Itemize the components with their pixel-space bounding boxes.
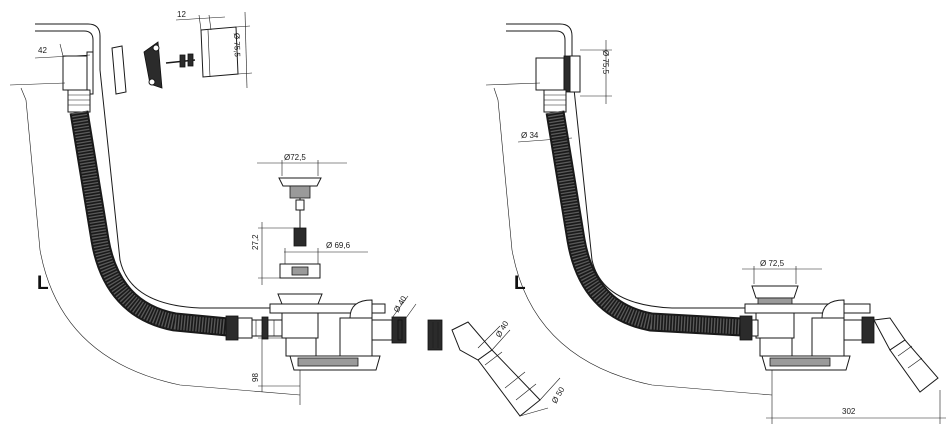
left-dim-overflow-offset-label: 42 — [38, 46, 47, 55]
left-flange: Ø 69,6 — [279, 241, 368, 279]
left-dim-cap-diameter: Ø 75,5 — [232, 11, 253, 89]
left-hose-connector — [225, 315, 283, 341]
left-overflow-exploded-parts — [111, 26, 239, 95]
right-dim-cap-diameter: Ø 75,5 — [580, 40, 612, 104]
left-dim-cap-thickness: 12 — [175, 10, 226, 31]
left-flexible-hose — [69, 110, 229, 337]
left-dim-pipe-diameter-label: Ø 50 — [550, 385, 567, 405]
right-flexible-hose-ribs — [547, 110, 743, 335]
left-dim-spindle-height: 27,2 — [251, 222, 296, 285]
right-overflow-head — [535, 55, 581, 113]
right-flexible-hose — [545, 110, 743, 337]
right-dim-span: 302 — [766, 370, 946, 424]
left-dim-outlet: Ø 40 — [391, 294, 417, 319]
left-plug-exploded: Ø72,5 — [257, 153, 347, 247]
left-waste-body — [277, 293, 407, 371]
left-dim-overflow-offset: 42 — [34, 43, 91, 59]
right-waste-body — [751, 285, 875, 371]
right-dim-plug-diameter-label: Ø 72,5 — [760, 259, 785, 268]
left-dim-outlet-diameter-label: Ø 40 — [392, 294, 409, 314]
right-dim-span-label: 302 — [842, 407, 856, 416]
left-bath-rim-inner — [35, 30, 94, 70]
right-dim-cap-diameter-label: Ø 75,5 — [601, 50, 610, 75]
left-dim-spindle-height-label: 27,2 — [251, 234, 260, 250]
left-overflow-head — [62, 51, 94, 113]
right-bath-rim-inner — [506, 30, 566, 70]
left-bath-floor — [269, 303, 386, 314]
right-elbow-pipe — [873, 317, 939, 393]
left-dim-cap-diameter-label: Ø 75,5 — [232, 33, 242, 58]
right-bath-rim — [506, 23, 870, 309]
left-loose-nut — [427, 319, 443, 351]
left-dim-plug-diameter-label: Ø72,5 — [284, 153, 306, 162]
left-bath-rim — [35, 23, 383, 309]
right-dim-plug: Ø 72,5 — [742, 259, 822, 284]
right-dim-hose: Ø 34 — [517, 131, 573, 143]
left-elbow-pipe: Ø 40 Ø 50 — [451, 319, 567, 417]
left-assembly: 12 Ø 75,5 42 L Ø72,5 — [9, 10, 567, 417]
left-dim-trap-height: 98 — [251, 332, 300, 392]
right-dim-hose-diameter-label: Ø 34 — [521, 131, 539, 140]
left-length-label: L — [37, 273, 49, 294]
right-length-guide: L — [485, 82, 773, 396]
left-dim-elbow-diameter-label: Ø 40 — [494, 319, 511, 339]
left-dim-trap-height-label: 98 — [251, 373, 260, 382]
right-assembly: Ø 75,5 Ø 34 L Ø 72,5 — [485, 23, 946, 424]
left-dim-cap-thickness-label: 12 — [177, 10, 186, 19]
left-dim-flange-diameter-label: Ø 69,6 — [326, 241, 351, 250]
right-hose-connector — [739, 315, 759, 341]
right-length-label: L — [514, 273, 526, 294]
right-bath-floor — [744, 303, 871, 314]
